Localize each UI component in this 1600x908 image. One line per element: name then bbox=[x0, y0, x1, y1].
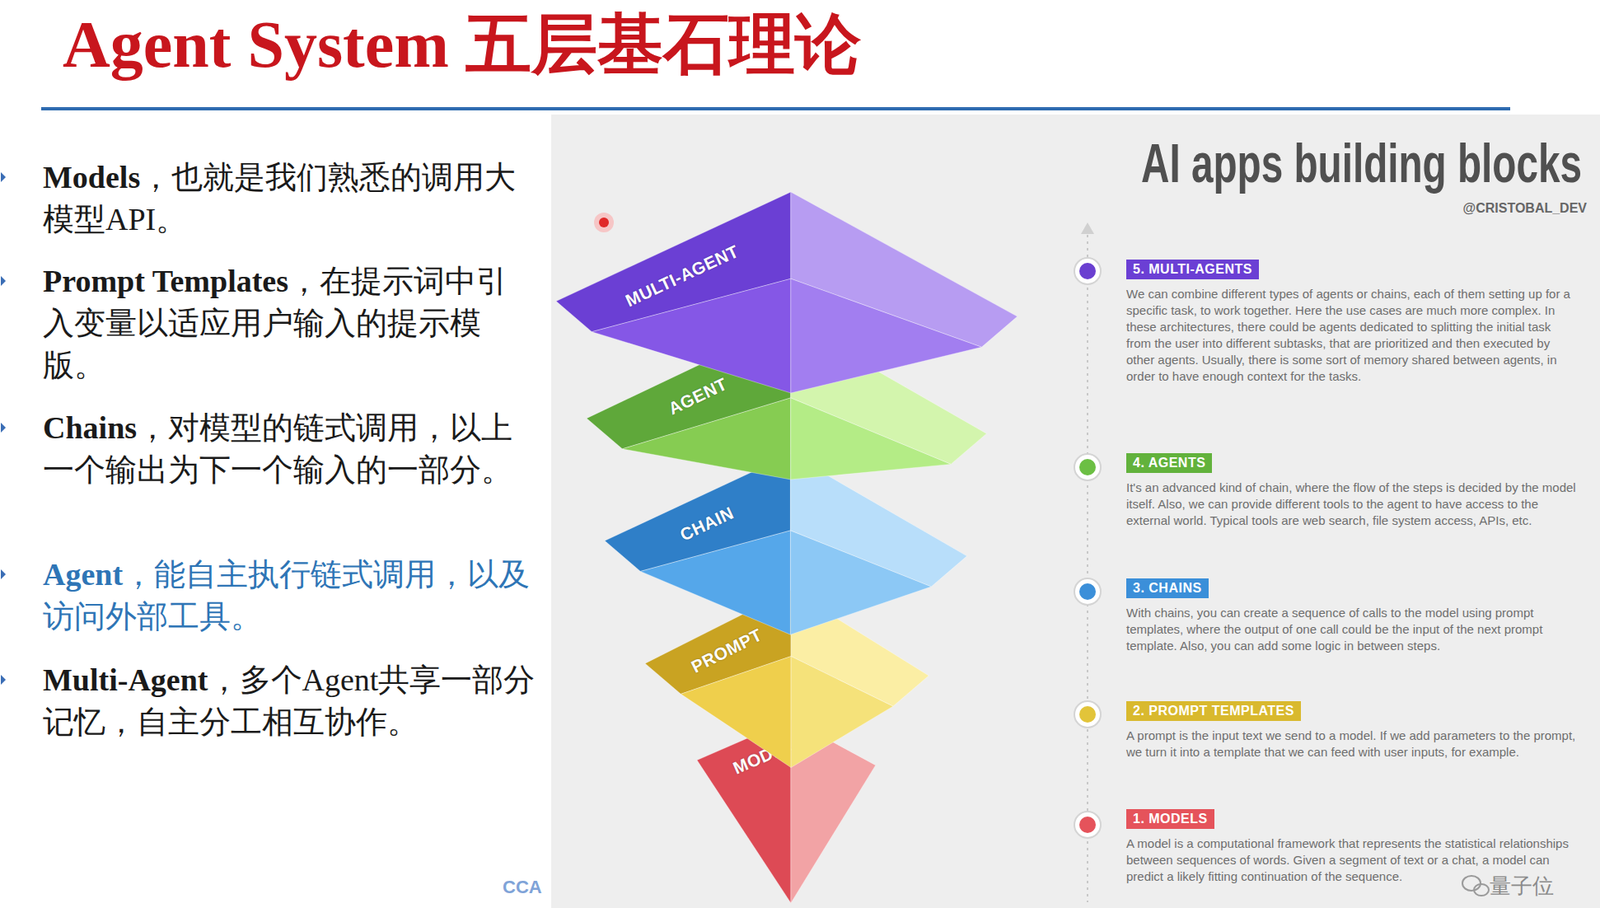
layer-face bbox=[640, 530, 791, 635]
slide-title: Agent System 五层基石理论 bbox=[62, 4, 861, 85]
timeline-arrow bbox=[1080, 222, 1095, 234]
timeline-dots bbox=[1074, 257, 1101, 838]
layer-face bbox=[790, 530, 932, 635]
author-handle: @CRISTOBAL_DEV bbox=[1463, 201, 1587, 216]
timeline-step: 3. CHAINS With chains, you can create a s… bbox=[1126, 578, 1578, 655]
timeline-step: 5. MULTI-AGENTS We can combine different … bbox=[1126, 259, 1578, 385]
image-panel bbox=[551, 114, 1600, 908]
step-tag: 1. MODELS bbox=[1126, 809, 1215, 829]
layer-face bbox=[622, 397, 791, 480]
timeline-step: 4. AGENTS It's an advanced kind of chain,… bbox=[1126, 453, 1578, 529]
step-tag: 4. AGENTS bbox=[1126, 453, 1212, 473]
step-description: It's an advanced kind of chain, where th… bbox=[1126, 479, 1578, 529]
step-tag: 5. MULTI-AGENTS bbox=[1126, 259, 1259, 280]
timeline-step: 2. PROMPT TEMPLATES A prompt is the input… bbox=[1126, 701, 1578, 761]
panel-heading: AI apps building blocks bbox=[1141, 131, 1582, 195]
layer-face bbox=[697, 719, 791, 903]
title-rule bbox=[41, 107, 1511, 111]
bullet-markers bbox=[0, 172, 6, 685]
bullet-text: Agent，能自主执行链式调用，以及访问外部工具。 bbox=[42, 553, 538, 638]
step-tag: 3. CHAINS bbox=[1126, 578, 1209, 599]
timeline-line bbox=[1086, 234, 1089, 903]
step-description: We can combine different types of agents… bbox=[1126, 285, 1578, 385]
pyramid-layer: CHAIN bbox=[604, 453, 968, 635]
step-tag: 2. PROMPT TEMPLATES bbox=[1126, 701, 1301, 721]
step-description: With chains, you can create a sequence o… bbox=[1126, 604, 1578, 655]
layer-face bbox=[790, 719, 876, 903]
bullet-text: Prompt Templates，在提示词中引入变量以适应用户输入的提示模版。 bbox=[42, 260, 538, 387]
bullet-text: Models，也就是我们熟悉的调用大模型API。 bbox=[42, 156, 538, 241]
laser-pointer bbox=[594, 212, 614, 233]
bullet-text: Chains，对模型的链式调用，以上一个输出为下一个输入的一部分。 bbox=[42, 407, 538, 492]
watermark: CCA bbox=[502, 876, 543, 899]
watermark: 量子位 bbox=[1489, 871, 1554, 901]
layer-shape bbox=[604, 453, 968, 635]
step-description: A prompt is the input text we send to a … bbox=[1126, 727, 1578, 761]
step-description: A model is a computational framework tha… bbox=[1126, 835, 1578, 885]
timeline-step: 1. MODELS A model is a computational fram… bbox=[1126, 809, 1578, 885]
layer-face bbox=[790, 397, 951, 480]
wechat-icon bbox=[1462, 875, 1489, 896]
bullet-text: Multi-Agent，多个Agent共享一部分记忆，自主分工相互协作。 bbox=[42, 659, 538, 744]
pyramid-layer: MULTI-AGENT bbox=[556, 191, 1018, 393]
